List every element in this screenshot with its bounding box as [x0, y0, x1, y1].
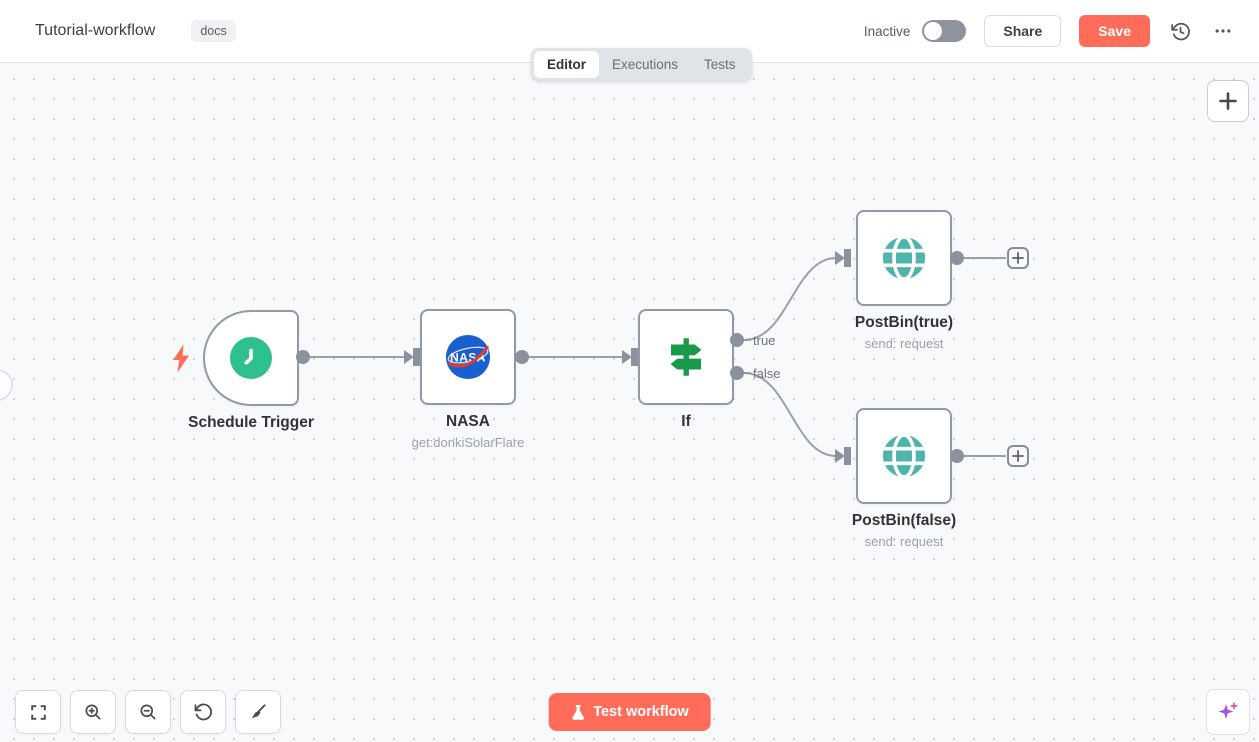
fit-view-icon	[30, 704, 46, 720]
canvas-controls	[15, 690, 281, 734]
if-box[interactable]	[638, 309, 734, 405]
test-workflow-button[interactable]: Test workflow	[548, 693, 711, 731]
postbin-false-box[interactable]	[856, 408, 952, 504]
postbin-true-box[interactable]	[856, 210, 952, 306]
clock-icon	[230, 337, 272, 379]
connection-wires	[0, 249, 1006, 465]
globe-icon	[882, 433, 926, 479]
tab-executions[interactable]: Executions	[599, 51, 691, 78]
workflow-status-label: Inactive	[863, 23, 911, 39]
nasa-box[interactable]: NASA	[420, 309, 516, 405]
node-if[interactable]: If	[638, 309, 734, 430]
node-title: PostBin(true)	[854, 314, 954, 331]
add-node-endpoint-true[interactable]	[1007, 247, 1029, 269]
activate-toggle[interactable]	[922, 20, 967, 42]
node-subtitle: get:donkiSolarFlare	[411, 435, 525, 450]
signpost-icon	[670, 338, 702, 376]
ai-assistant-button[interactable]	[1206, 689, 1250, 735]
view-tabs: Editor Executions Tests	[531, 48, 752, 81]
plus-icon	[1219, 92, 1237, 110]
node-title: Schedule Trigger	[188, 414, 314, 431]
if-output-label-true: true	[753, 333, 776, 348]
broom-icon	[251, 704, 266, 719]
reset-zoom-icon	[194, 703, 213, 721]
zoom-out-icon	[140, 704, 156, 720]
save-button[interactable]: Save	[1079, 15, 1150, 47]
globe-icon	[882, 235, 926, 281]
node-subtitle: send: request	[864, 336, 944, 351]
workflow-tag-docs[interactable]: docs	[191, 20, 236, 42]
node-postbin-true[interactable]: PostBin(true) send: request	[855, 210, 953, 351]
share-button[interactable]: Share	[984, 15, 1062, 47]
svg-text:NASA: NASA	[450, 350, 486, 364]
tidy-up-button[interactable]	[235, 690, 281, 734]
trigger-bolt-icon	[171, 344, 191, 378]
tab-editor[interactable]: Editor	[534, 51, 599, 78]
node-subtitle: send: request	[864, 534, 944, 549]
workflow-title[interactable]: Tutorial-workflow	[35, 22, 156, 39]
fit-view-button[interactable]	[15, 690, 61, 734]
workflow-history-icon[interactable]	[1168, 19, 1193, 44]
test-workflow-label: Test workflow	[593, 704, 689, 720]
toggle-knob	[924, 22, 943, 40]
workflow-canvas[interactable]: true false Schedule Trigger NASA N	[0, 63, 1259, 742]
more-options-icon[interactable]	[1211, 19, 1235, 43]
tab-tests[interactable]: Tests	[691, 51, 749, 78]
zoom-out-button[interactable]	[125, 690, 171, 734]
node-title: NASA	[446, 413, 490, 430]
flask-icon	[571, 704, 584, 720]
node-schedule-trigger[interactable]: Schedule Trigger	[188, 310, 314, 431]
node-nasa[interactable]: NASA NASA get:donkiSolarFlare	[412, 309, 524, 450]
nasa-logo-icon: NASA	[445, 334, 491, 380]
sparkle-icon	[1218, 702, 1238, 719]
node-title: PostBin(false)	[851, 512, 957, 529]
schedule-trigger-box[interactable]	[203, 310, 299, 406]
node-postbin-false[interactable]: PostBin(false) send: request	[852, 408, 956, 549]
reset-zoom-button[interactable]	[180, 690, 226, 734]
add-node-endpoint-false[interactable]	[1007, 445, 1029, 467]
open-nodes-panel-button[interactable]	[1207, 80, 1249, 122]
if-output-label-false: false	[753, 366, 781, 381]
zoom-in-button[interactable]	[70, 690, 116, 734]
zoom-in-icon	[85, 704, 101, 720]
node-title: If	[681, 413, 691, 430]
top-bar: Tutorial-workflow docs Inactive Share Sa…	[0, 0, 1259, 63]
